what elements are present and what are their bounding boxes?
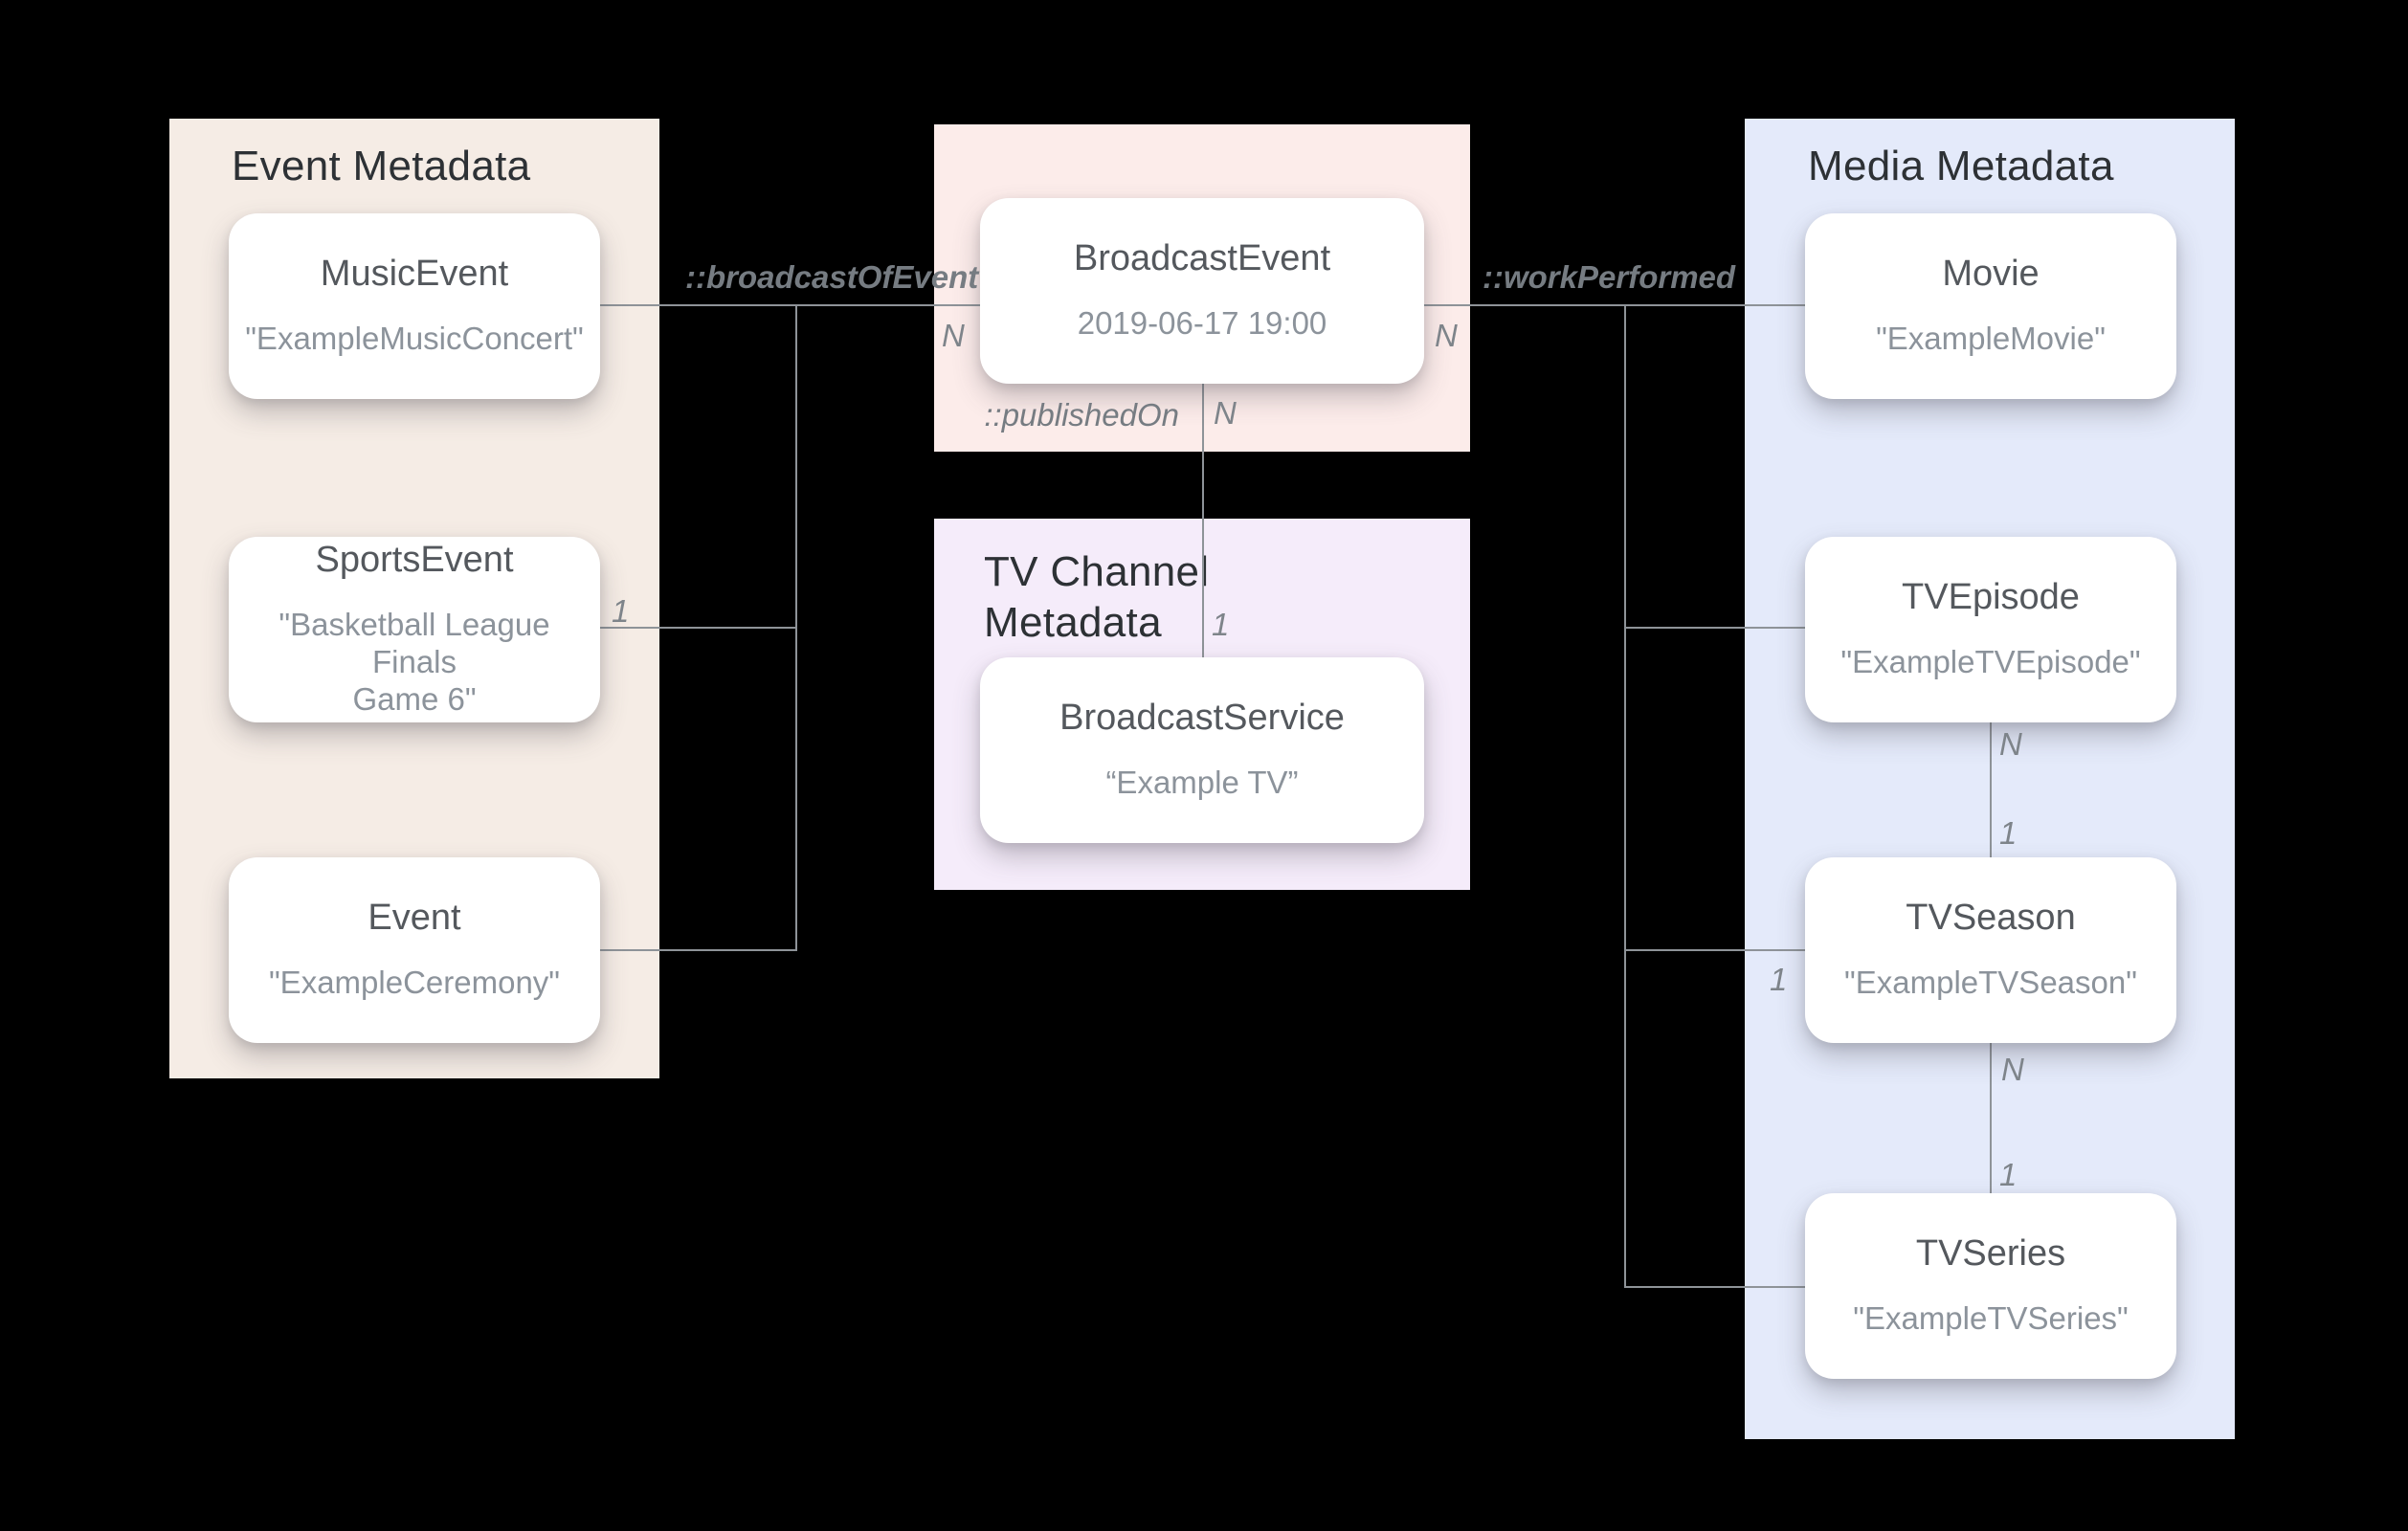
card-movie: Movie "ExampleMovie"	[1805, 213, 2176, 399]
panel-media-metadata-title: Media Metadata	[1808, 143, 2114, 189]
connector-tvepisode-tvseason	[1990, 722, 1992, 857]
card-event-title: Event	[368, 897, 461, 938]
relation-label-publishedOn: ::publishedOn	[984, 397, 1179, 433]
connector-broadcastevent-broadcastservice	[1202, 384, 1204, 657]
card-tv-season-subtitle: "ExampleTVSeason"	[1844, 965, 2137, 1001]
cardinality-season-series-n: N	[2001, 1052, 2024, 1087]
card-broadcast-service-subtitle: “Example TV”	[1105, 765, 1299, 801]
relation-label-broadcastOfEvent: ::broadcastOfEvent	[685, 259, 979, 295]
card-tv-series: TVSeries "ExampleTVSeries"	[1805, 1193, 2176, 1379]
card-event: Event "ExampleCeremony"	[229, 857, 600, 1043]
card-tv-episode-title: TVEpisode	[1902, 576, 2080, 617]
card-tv-episode-subtitle: "ExampleTVEpisode"	[1840, 644, 2141, 680]
card-sports-event-subtitle: "Basketball League Finals Game 6"	[279, 607, 550, 718]
card-tv-series-title: TVSeries	[1915, 1232, 2066, 1274]
card-music-event-title: MusicEvent	[320, 253, 509, 294]
connector-musicevent-broadcastevent	[600, 304, 980, 306]
card-event-subtitle: "ExampleCeremony"	[268, 965, 561, 1001]
card-sports-event: SportsEvent "Basketball League Finals Ga…	[229, 537, 600, 722]
connector-event-branch	[596, 949, 797, 951]
card-broadcast-event-title: BroadcastEvent	[1073, 237, 1331, 278]
connector-tvseason-tvseries	[1990, 1043, 1992, 1193]
connector-broadcastevent-movie	[1424, 304, 1805, 306]
card-movie-title: Movie	[1942, 253, 2040, 294]
card-broadcast-service: BroadcastService “Example TV”	[980, 657, 1424, 843]
card-broadcast-event-subtitle: 2019-06-17 19:00	[1077, 305, 1327, 342]
cardinality-episode-season-n: N	[1999, 726, 2022, 762]
card-tv-episode: TVEpisode "ExampleTVEpisode"	[1805, 537, 2176, 722]
card-broadcast-service-title: BroadcastService	[1059, 697, 1345, 738]
connector-tvseason-branch	[1625, 949, 1805, 951]
card-tv-season: TVSeason "ExampleTVSeason"	[1805, 857, 2176, 1043]
card-music-event-subtitle: "ExampleMusicConcert"	[245, 321, 584, 357]
cardinality-publishedon-1: 1	[1212, 607, 1230, 642]
card-sports-event-title: SportsEvent	[315, 539, 514, 580]
card-music-event: MusicEvent "ExampleMusicConcert"	[229, 213, 600, 399]
cardinality-episode-season-1: 1	[1999, 815, 2018, 851]
card-movie-subtitle: "ExampleMovie"	[1876, 321, 2106, 357]
cardinality-season-series-1: 1	[1999, 1157, 2018, 1192]
cardinality-sportsevent-1: 1	[612, 593, 630, 629]
connector-sportsevent-branch	[600, 627, 797, 629]
panel-tv-channel-metadata-title: TV Channel Metadata	[984, 548, 1210, 646]
card-tv-season-title: TVSeason	[1906, 897, 2076, 938]
card-tv-series-subtitle: "ExampleTVSeries"	[1853, 1300, 2129, 1337]
cardinality-tvseason-left-1: 1	[1770, 962, 1788, 997]
panel-event-metadata-title: Event Metadata	[232, 143, 531, 189]
connector-tvepisode-branch	[1625, 627, 1805, 629]
connector-tvseries-branch	[1625, 1286, 1805, 1288]
relation-label-workPerformed: ::workPerformed	[1483, 259, 1736, 295]
cardinality-publishedon-n: N	[1214, 395, 1237, 431]
cardinality-workperformed-n: N	[1435, 318, 1458, 353]
card-broadcast-event: BroadcastEvent 2019-06-17 19:00	[980, 198, 1424, 384]
cardinality-broadcastofevent-n: N	[942, 318, 965, 353]
connector-media-trunk	[1624, 304, 1626, 1288]
